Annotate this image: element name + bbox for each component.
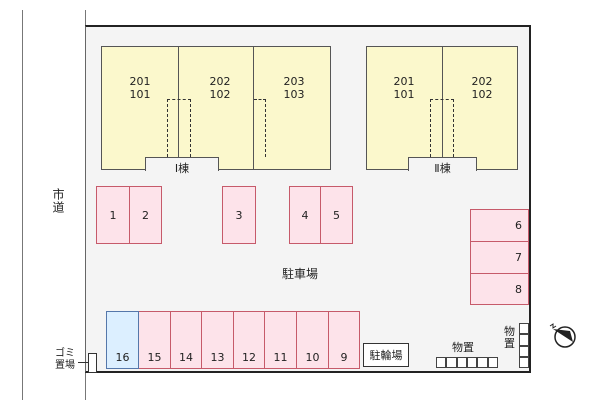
parking-space-5[interactable]: 5 bbox=[320, 186, 353, 244]
parking-space-12[interactable]: 12 bbox=[233, 311, 265, 369]
garbage-label: ゴミ置場 bbox=[55, 348, 75, 371]
parking-space-13[interactable]: 13 bbox=[201, 311, 234, 369]
building-1 bbox=[101, 46, 331, 170]
parking-space-3[interactable]: 3 bbox=[222, 186, 256, 244]
storage-units bbox=[436, 357, 498, 368]
parking-space-8[interactable]: 8 bbox=[470, 273, 529, 305]
parking-space-7[interactable]: 7 bbox=[470, 241, 529, 274]
parking-lot-label: 駐車場 bbox=[282, 267, 319, 281]
parking-space-9[interactable]: 9 bbox=[328, 311, 360, 369]
road-label: 市道 bbox=[51, 188, 65, 214]
building-1-label: Ⅰ棟 bbox=[174, 162, 190, 175]
garbage-leader-line bbox=[78, 362, 88, 363]
storage-label: 物置 bbox=[452, 341, 474, 354]
bicycle-parking: 駐輪場 bbox=[363, 343, 409, 367]
parking-space-10[interactable]: 10 bbox=[296, 311, 329, 369]
north-arrow-icon bbox=[549, 323, 576, 348]
parking-space-11[interactable]: 11 bbox=[264, 311, 297, 369]
stair-outline bbox=[167, 99, 191, 157]
storage-units-vertical bbox=[519, 323, 529, 368]
storage-label-vertical: 物置 bbox=[504, 325, 516, 350]
parking-space-16[interactable]: 16 bbox=[106, 311, 139, 369]
parking-space-15[interactable]: 15 bbox=[138, 311, 171, 369]
entrance-notch bbox=[145, 157, 219, 171]
road-edge-line bbox=[22, 10, 23, 400]
parking-space-14[interactable]: 14 bbox=[170, 311, 202, 369]
parking-space-2[interactable]: 2 bbox=[129, 186, 162, 244]
entrance-notch bbox=[408, 157, 477, 171]
unit-divider bbox=[253, 46, 254, 170]
garbage-area bbox=[88, 353, 97, 373]
unit-divider bbox=[442, 46, 443, 170]
stair-outline bbox=[430, 99, 454, 157]
stair-outline bbox=[254, 99, 266, 157]
parking-space-1[interactable]: 1 bbox=[96, 186, 130, 244]
building-2-label: Ⅱ棟 bbox=[434, 162, 451, 175]
parking-space-4[interactable]: 4 bbox=[289, 186, 321, 244]
parking-space-6[interactable]: 6 bbox=[470, 209, 529, 242]
unit-divider bbox=[178, 46, 179, 170]
